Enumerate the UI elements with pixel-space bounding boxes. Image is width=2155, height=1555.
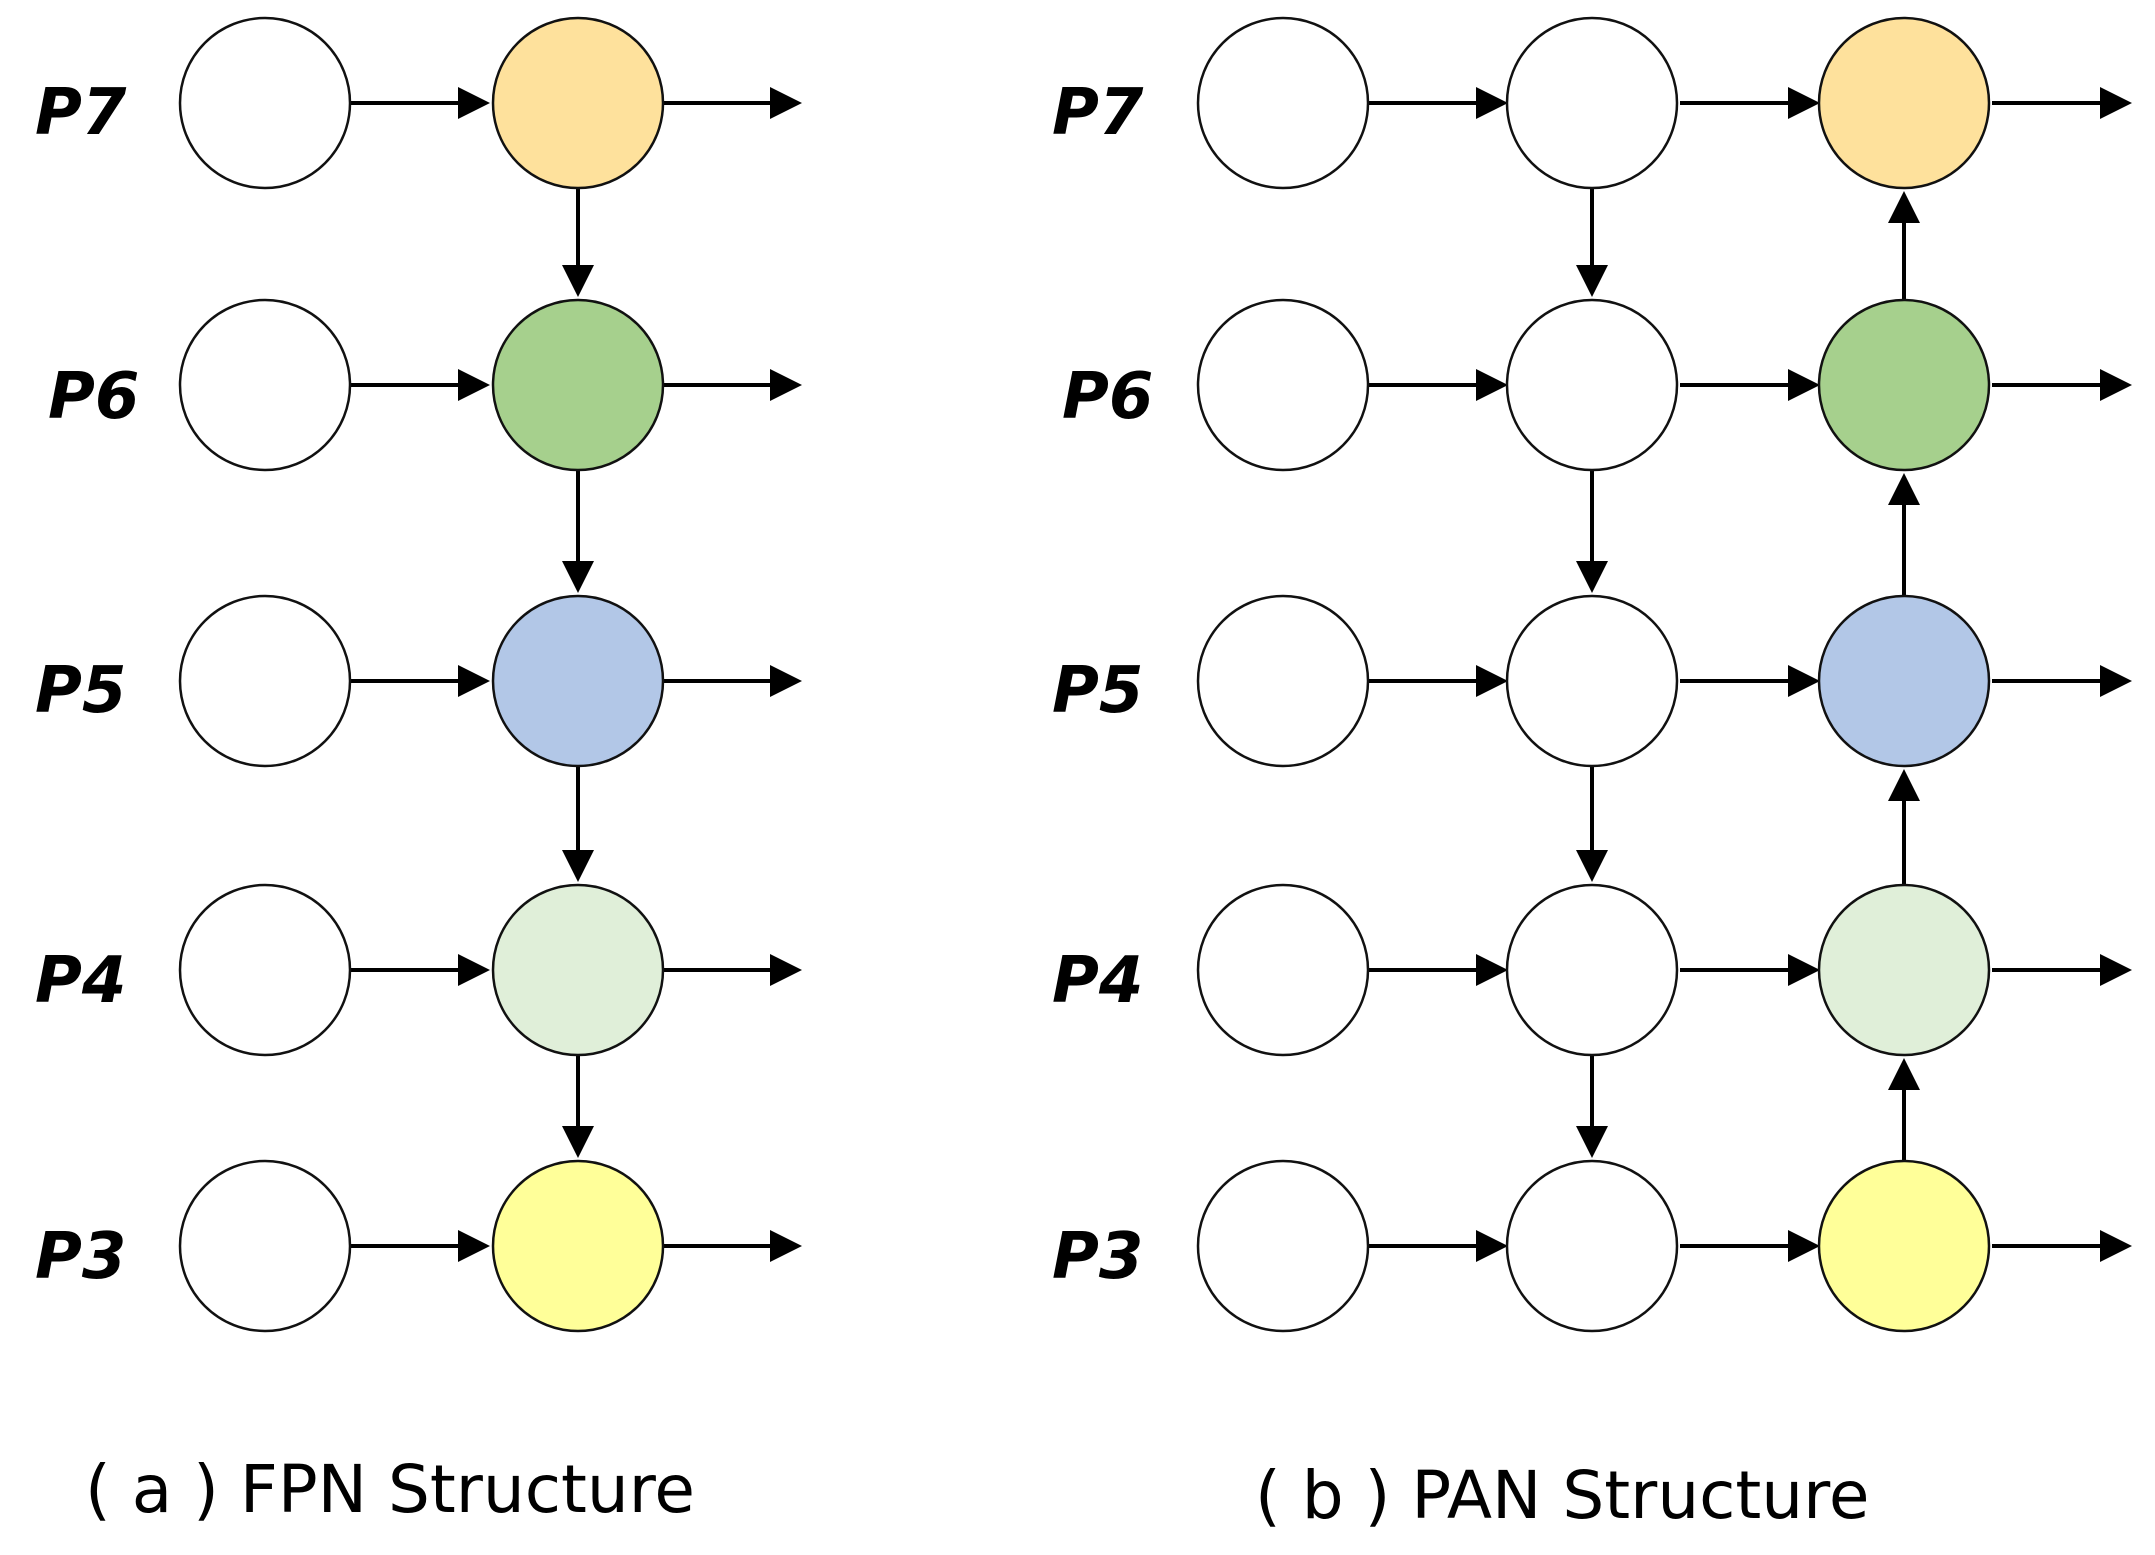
pan-topdown-node-p6 — [1505, 298, 1679, 472]
fpn-output-node-p3 — [491, 1159, 665, 1333]
pan-input-node-p7 — [1196, 16, 1370, 190]
fpn-output-node-p4 — [491, 883, 665, 1057]
pan-label-p3: P3 — [1052, 1220, 1143, 1294]
fpn-label-p4: P4 — [35, 944, 126, 1018]
pan-output-node-p7 — [1817, 16, 1991, 190]
fpn-label-p7: P7 — [35, 76, 127, 150]
fpn-input-node-p4 — [178, 883, 352, 1057]
fpn-output-node-p6 — [491, 298, 665, 472]
pan-input-node-p4 — [1196, 883, 1370, 1057]
fpn-input-node-p3 — [178, 1159, 352, 1333]
pan-input-node-p5 — [1196, 594, 1370, 768]
fpn-label-p5: P5 — [35, 654, 126, 728]
fpn-output-node-p5 — [491, 594, 665, 768]
pan-caption: ( b ) PAN Structure — [1255, 1457, 1869, 1534]
pan-topdown-node-p3 — [1505, 1159, 1679, 1333]
pan-topdown-node-p4 — [1505, 883, 1679, 1057]
pan-output-node-p5 — [1817, 594, 1991, 768]
pan-output-node-p4 — [1817, 883, 1991, 1057]
fpn-caption: ( a ) FPN Structure — [85, 1451, 695, 1528]
pan-topdown-node-p5 — [1505, 594, 1679, 768]
pan-output-node-p3 — [1817, 1159, 1991, 1333]
pan-label-p4: P4 — [1052, 944, 1143, 1018]
fpn-level-labels: P7 P6 P5 P4 P3 — [35, 76, 139, 1294]
fpn-input-node-p5 — [178, 594, 352, 768]
pan-edges — [1368, 87, 2132, 1262]
pan-label-p5: P5 — [1052, 654, 1143, 728]
pan-panel: P7 P6 P5 P4 P3 — [1052, 16, 2132, 1534]
fpn-nodes — [178, 16, 665, 1333]
pan-label-p6: P6 — [1062, 360, 1153, 434]
pan-nodes — [1196, 16, 1991, 1333]
pan-level-labels: P7 P6 P5 P4 P3 — [1052, 76, 1153, 1294]
fpn-output-node-p7 — [491, 16, 665, 190]
fpn-edges — [350, 87, 802, 1262]
pan-label-p7: P7 — [1052, 76, 1144, 150]
fpn-label-p3: P3 — [35, 1220, 126, 1294]
pan-input-node-p3 — [1196, 1159, 1370, 1333]
pan-input-node-p6 — [1196, 298, 1370, 472]
pan-output-node-p6 — [1817, 298, 1991, 472]
pan-topdown-node-p7 — [1505, 16, 1679, 190]
fpn-input-node-p6 — [178, 298, 352, 472]
fpn-input-node-p7 — [178, 16, 352, 190]
fpn-panel: P7 P6 P5 P4 P3 — [35, 16, 802, 1528]
fpn-label-p6: P6 — [48, 360, 139, 434]
